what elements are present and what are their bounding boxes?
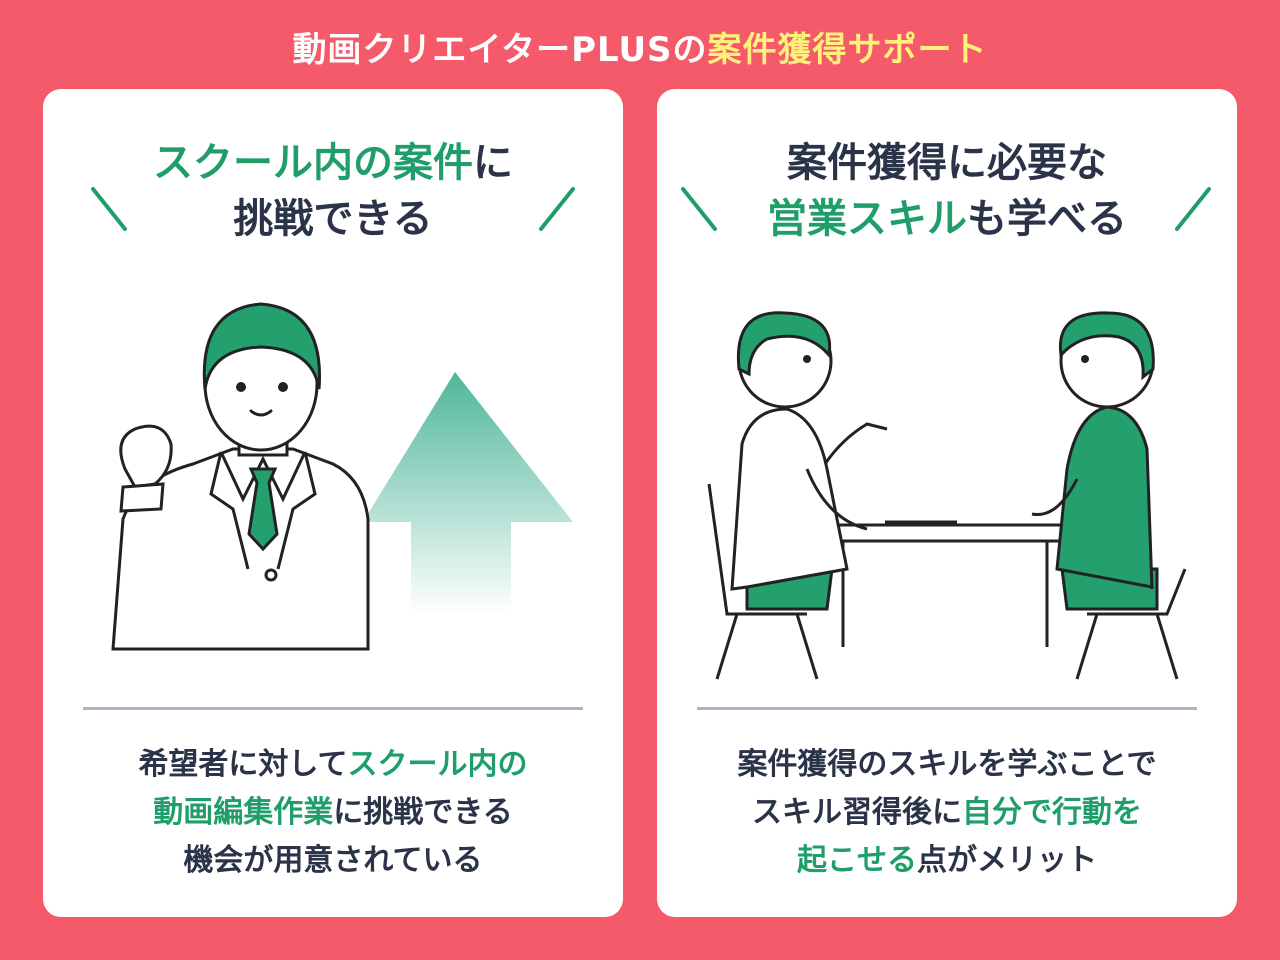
- card-description: 案件獲得のスキルを学ぶことで スキル習得後に自分で行動を 起こせる点がメリット: [657, 741, 1237, 885]
- desc-line3: 機会が用意されている: [183, 843, 483, 878]
- card-heading: スクール内の案件に 挑戦できる: [43, 135, 623, 247]
- title-highlight: 案件獲得サポート: [707, 30, 988, 70]
- right-person-hair: [1058, 311, 1155, 381]
- heading-green: スクール内の案件: [153, 140, 473, 186]
- fist-shape: [119, 424, 173, 489]
- heading-rest: も学べる: [967, 196, 1127, 242]
- divider: [83, 707, 583, 710]
- right-person-jacket: [1055, 405, 1154, 590]
- slash-decoration-icon: [539, 187, 575, 231]
- left-person-jacket: [730, 407, 849, 591]
- card-school-projects: スクール内の案件に 挑戦できる: [43, 89, 623, 917]
- heading-line2: 挑戦できる: [233, 196, 433, 242]
- backslash-decoration-icon: [91, 187, 127, 231]
- left-person-hair: [736, 311, 832, 377]
- up-arrow-icon: [363, 372, 573, 614]
- backslash-decoration-icon: [681, 187, 717, 231]
- desc-green: 起こせる: [797, 843, 917, 878]
- title-part1: 動画クリエイターPLUSの: [292, 30, 708, 70]
- heading-green: 営業スキル: [767, 196, 967, 242]
- desc-plain: スキル習得後に: [752, 795, 962, 830]
- hair-shape: [202, 302, 322, 390]
- slash-decoration-icon: [1175, 187, 1211, 231]
- desc-plain: 点がメリット: [917, 843, 1097, 878]
- divider: [697, 707, 1197, 710]
- desc-plain: 希望者に対して: [138, 747, 348, 782]
- desc-line1: 案件獲得のスキルを学ぶことで: [737, 747, 1157, 782]
- man-with-arrow-illustration: [111, 302, 573, 651]
- desc-green: スクール内の: [347, 747, 528, 782]
- desc-green: 動画編集作業: [153, 795, 334, 830]
- card-heading: 案件獲得に必要な 営業スキルも学べる: [657, 135, 1237, 247]
- heading-rest: に: [473, 140, 513, 186]
- heading-line1: 案件獲得に必要な: [787, 140, 1107, 186]
- meeting-illustration: [707, 311, 1187, 680]
- card-sales-skills: 案件獲得に必要な 営業スキルも学べる: [657, 89, 1237, 917]
- page-title: 動画クリエイターPLUSの案件獲得サポート: [0, 22, 1280, 71]
- desc-green: 自分で行動を: [962, 795, 1142, 830]
- card-description: 希望者に対してスクール内の 動画編集作業に挑戦できる 機会が用意されている: [43, 741, 623, 885]
- desc-plain: に挑戦できる: [333, 795, 513, 830]
- tie-shape: [247, 467, 279, 552]
